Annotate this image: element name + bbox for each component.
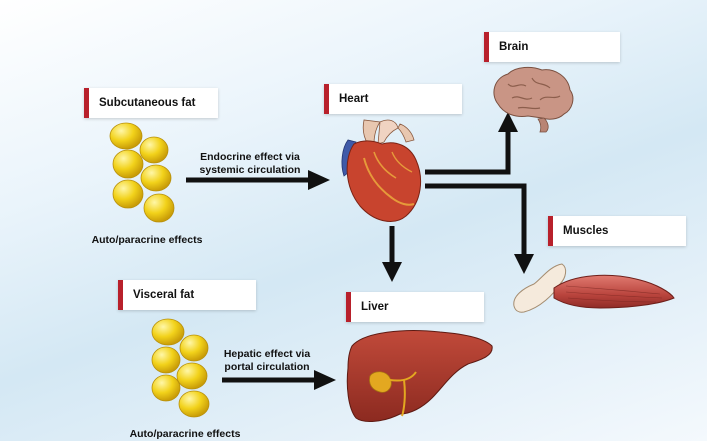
liver-label: Liver (346, 292, 484, 322)
liver-label-text: Liver (361, 301, 389, 313)
visceral-fat-label-text: Visceral fat (133, 289, 194, 301)
endocrine-caption-line1: Endocrine effect via (190, 151, 310, 164)
heart-label: Heart (324, 84, 462, 114)
brain-organ-icon (488, 64, 576, 134)
endocrine-caption: Endocrine effect via systemic circulatio… (190, 151, 310, 177)
brain-label: Brain (484, 32, 620, 62)
hepatic-caption: Hepatic effect via portal circulation (212, 348, 322, 374)
hepatic-caption-line2: portal circulation (212, 361, 322, 374)
visceral-fat-label: Visceral fat (118, 280, 256, 310)
subcutaneous-fat-label-text: Subcutaneous fat (99, 97, 195, 109)
subcutaneous-fat-label: Subcutaneous fat (84, 88, 218, 118)
visceral-fat-cells-icon (146, 318, 218, 418)
hepatic-caption-line1: Hepatic effect via (212, 348, 322, 361)
auto-paracrine-caption-bottom: Auto/paracrine effects (120, 428, 250, 441)
muscles-label: Muscles (548, 216, 686, 246)
heart-to-liver-arrow (382, 226, 402, 282)
endocrine-caption-line2: systemic circulation (190, 164, 310, 177)
muscle-organ-icon (510, 258, 678, 318)
subcutaneous-fat-cells-icon (104, 122, 186, 226)
brain-label-text: Brain (499, 41, 528, 53)
muscles-label-text: Muscles (563, 225, 608, 237)
liver-organ-icon (344, 326, 496, 426)
auto-paracrine-caption-top: Auto/paracrine effects (82, 234, 212, 247)
heart-organ-icon (334, 118, 426, 226)
heart-label-text: Heart (339, 93, 368, 105)
